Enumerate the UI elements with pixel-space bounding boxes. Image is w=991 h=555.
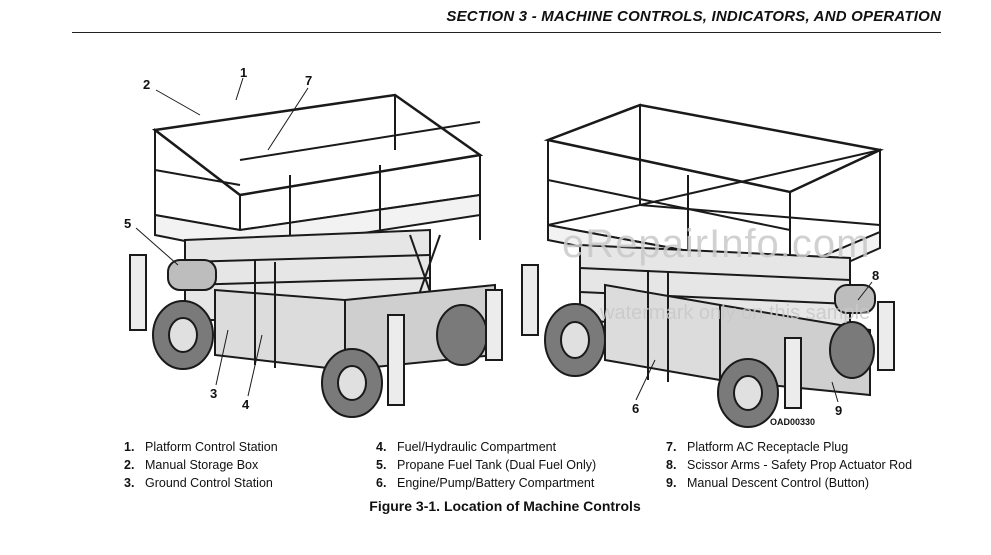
watermark-site: eRepairInfo.com bbox=[562, 222, 871, 266]
legend-item: 8. Scissor Arms - Safety Prop Actuator Ro… bbox=[666, 456, 912, 474]
right-machine bbox=[521, 103, 895, 428]
legend-item: 5. Propane Fuel Tank (Dual Fuel Only) bbox=[376, 456, 596, 474]
legend-text: Propane Fuel Tank (Dual Fuel Only) bbox=[397, 458, 597, 472]
legend-text: Fuel/Hydraulic Compartment bbox=[397, 440, 557, 454]
watermark-note: watermark only on this sample bbox=[600, 302, 871, 324]
legend-column-2: 4. Fuel/Hydraulic Compartment 5. Propane F… bbox=[376, 438, 596, 492]
callout-7: 7 bbox=[305, 73, 312, 88]
callout-5: 5 bbox=[124, 216, 131, 231]
left-machine bbox=[129, 93, 503, 418]
legend-num: 4. bbox=[376, 440, 387, 454]
legend-num: 6. bbox=[376, 476, 387, 490]
legend-item: 1. Platform Control Station bbox=[124, 438, 278, 456]
legend-item: 4. Fuel/Hydraulic Compartment bbox=[376, 438, 596, 456]
callout-9: 9 bbox=[835, 403, 842, 418]
callout-8: 8 bbox=[872, 268, 879, 283]
legend-item: 6. Engine/Pump/Battery Compartment bbox=[376, 474, 596, 492]
header-rule bbox=[72, 32, 941, 33]
callout-2: 2 bbox=[143, 77, 150, 92]
machine-illustration: 1 2 7 5 3 4 8 6 9 OAD00330 bbox=[124, 65, 895, 428]
legend-text: Manual Storage Box bbox=[145, 458, 259, 472]
legend-num: 3. bbox=[124, 476, 135, 490]
legend-num: 8. bbox=[666, 458, 677, 472]
legend-text: Platform AC Receptacle Plug bbox=[687, 440, 849, 454]
legend-text: Manual Descent Control (Button) bbox=[687, 476, 870, 490]
legend-column-3: 7. Platform AC Receptacle Plug 8. Scissor … bbox=[666, 438, 912, 492]
legend-num: 2. bbox=[124, 458, 135, 472]
legend-num: 9. bbox=[666, 476, 677, 490]
legend-text: Ground Control Station bbox=[145, 476, 273, 490]
section-header: SECTION 3 - MACHINE CONTROLS, INDICATORS… bbox=[446, 8, 941, 25]
callout-4: 4 bbox=[242, 397, 250, 412]
legend-text: Scissor Arms - Safety Prop Actuator Rod bbox=[687, 458, 913, 472]
legend-text: Platform Control Station bbox=[145, 440, 278, 454]
callout-1: 1 bbox=[240, 65, 247, 80]
legend-column-1: 1. Platform Control Station 2. Manual Stor… bbox=[124, 438, 278, 492]
legend-num: 7. bbox=[666, 440, 677, 454]
legend-text: Engine/Pump/Battery Compartment bbox=[397, 476, 595, 490]
legend-item: 2. Manual Storage Box bbox=[124, 456, 278, 474]
image-code: OAD00330 bbox=[770, 417, 815, 427]
legend-item: 9. Manual Descent Control (Button) bbox=[666, 474, 912, 492]
legend-item: 7. Platform AC Receptacle Plug bbox=[666, 438, 912, 456]
legend-num: 5. bbox=[376, 458, 387, 472]
callout-6: 6 bbox=[632, 401, 639, 416]
callout-3: 3 bbox=[210, 386, 217, 401]
legend-item: 3. Ground Control Station bbox=[124, 474, 278, 492]
figure-caption: Figure 3-1. Location of Machine Controls bbox=[369, 498, 641, 514]
legend-num: 1. bbox=[124, 440, 135, 454]
